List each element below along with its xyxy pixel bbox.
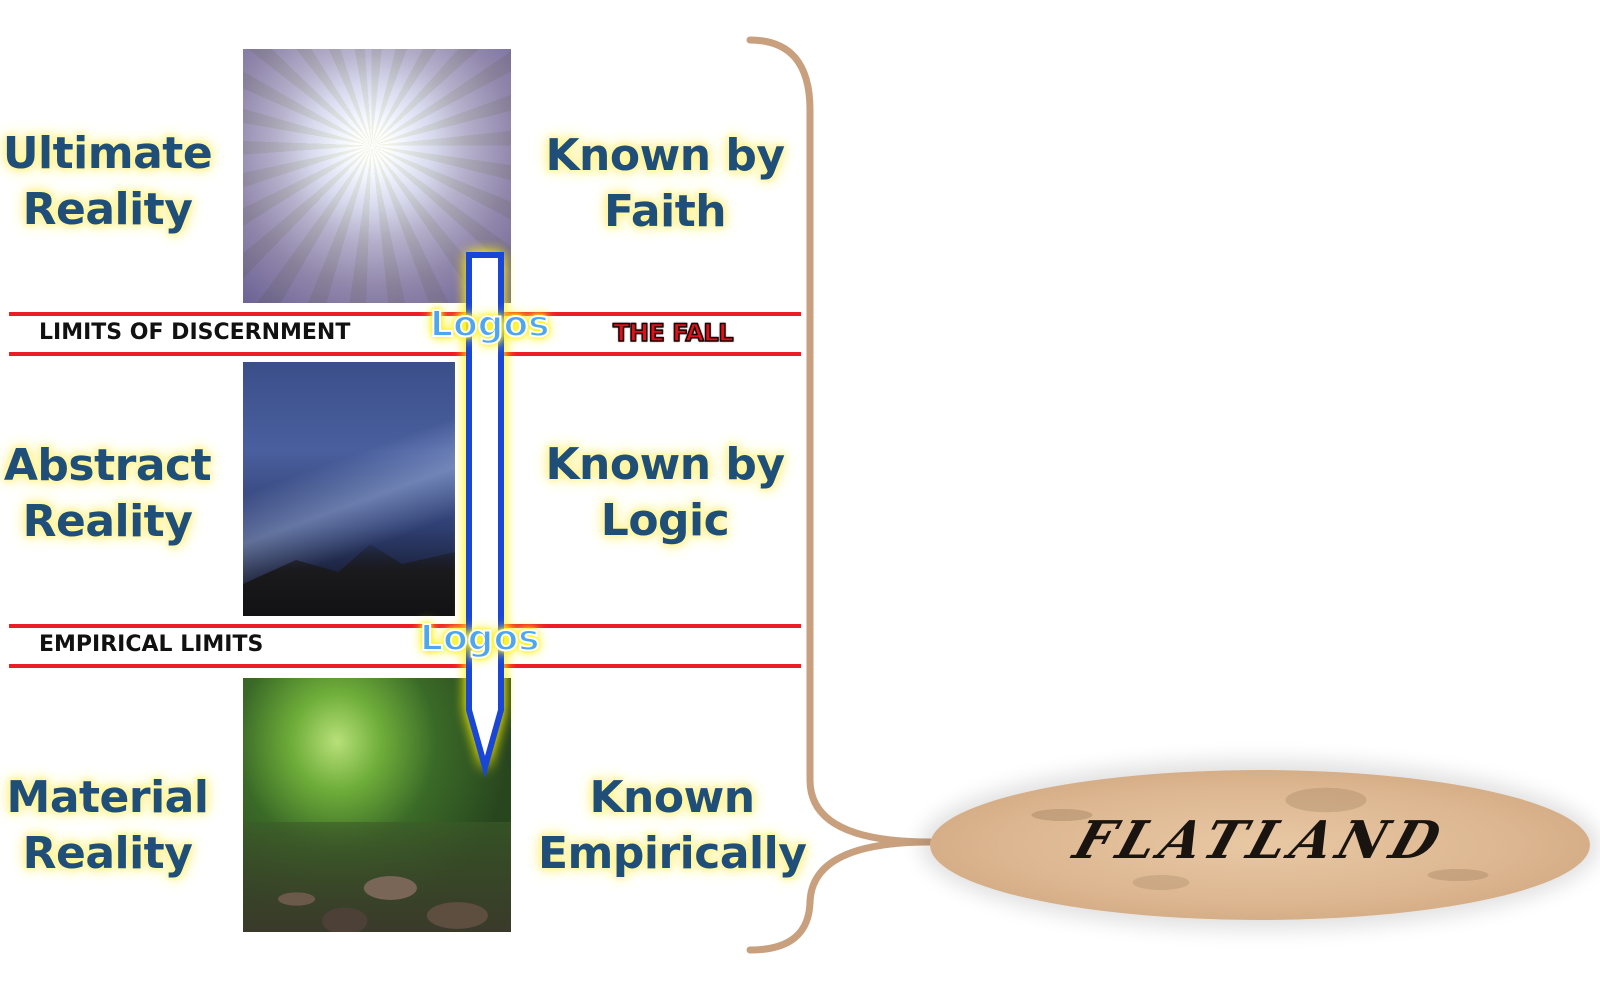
the-fall-label: THE FALL bbox=[612, 318, 734, 348]
limits-of-discernment-label: LIMITS OF DISCERNMENT bbox=[39, 320, 351, 345]
ultimate-reality-label: Ultimate Reality bbox=[0, 126, 215, 238]
empirical-limits-label: EMPIRICAL LIMITS bbox=[39, 632, 264, 657]
ultimate-reality-line1: Ultimate bbox=[2, 128, 213, 179]
band-top-line bbox=[9, 312, 801, 316]
flatland-map-ellipse: FLATLAND bbox=[930, 770, 1590, 920]
known-by-logic-label: Known by Logic bbox=[540, 437, 790, 549]
band-top-line bbox=[9, 624, 801, 628]
abstract-reality-line2: Reality bbox=[22, 496, 193, 547]
known-by-faith-label: Known by Faith bbox=[540, 128, 790, 240]
known-empirically-label: Known Empirically bbox=[538, 770, 807, 882]
logos-arrow bbox=[466, 252, 504, 779]
material-reality-line2: Reality bbox=[22, 828, 193, 879]
empirical-limits-band: EMPIRICAL LIMITS bbox=[9, 624, 801, 668]
logos-label-lower: Logos bbox=[419, 617, 541, 660]
band-bottom-line bbox=[9, 352, 801, 356]
known-by-faith-line2: Faith bbox=[603, 186, 727, 237]
material-reality-label: Material Reality bbox=[0, 770, 215, 882]
logos-label-upper: Logos bbox=[429, 303, 551, 346]
known-empirically-line2: Empirically bbox=[538, 828, 807, 879]
arrow-outline bbox=[466, 252, 504, 779]
band-bottom-line bbox=[9, 664, 801, 668]
abstract-reality-line1: Abstract bbox=[3, 440, 212, 491]
abstract-reality-label: Abstract Reality bbox=[0, 438, 215, 550]
known-by-faith-line1: Known by bbox=[545, 130, 785, 181]
abstract-reality-image bbox=[243, 362, 455, 616]
material-reality-image bbox=[243, 678, 511, 932]
known-by-logic-line1: Known by bbox=[545, 439, 785, 490]
material-reality-line1: Material bbox=[6, 772, 209, 823]
ultimate-reality-image bbox=[243, 49, 511, 303]
right-curly-brace bbox=[746, 36, 934, 954]
brace-path bbox=[746, 36, 934, 954]
known-by-logic-line2: Logic bbox=[600, 495, 730, 546]
limits-of-discernment-band: LIMITS OF DISCERNMENT THE FALL bbox=[9, 312, 801, 356]
ultimate-reality-line2: Reality bbox=[22, 184, 193, 235]
known-empirically-line1: Known bbox=[589, 772, 755, 823]
flatland-title: FLATLAND bbox=[1066, 810, 1454, 871]
